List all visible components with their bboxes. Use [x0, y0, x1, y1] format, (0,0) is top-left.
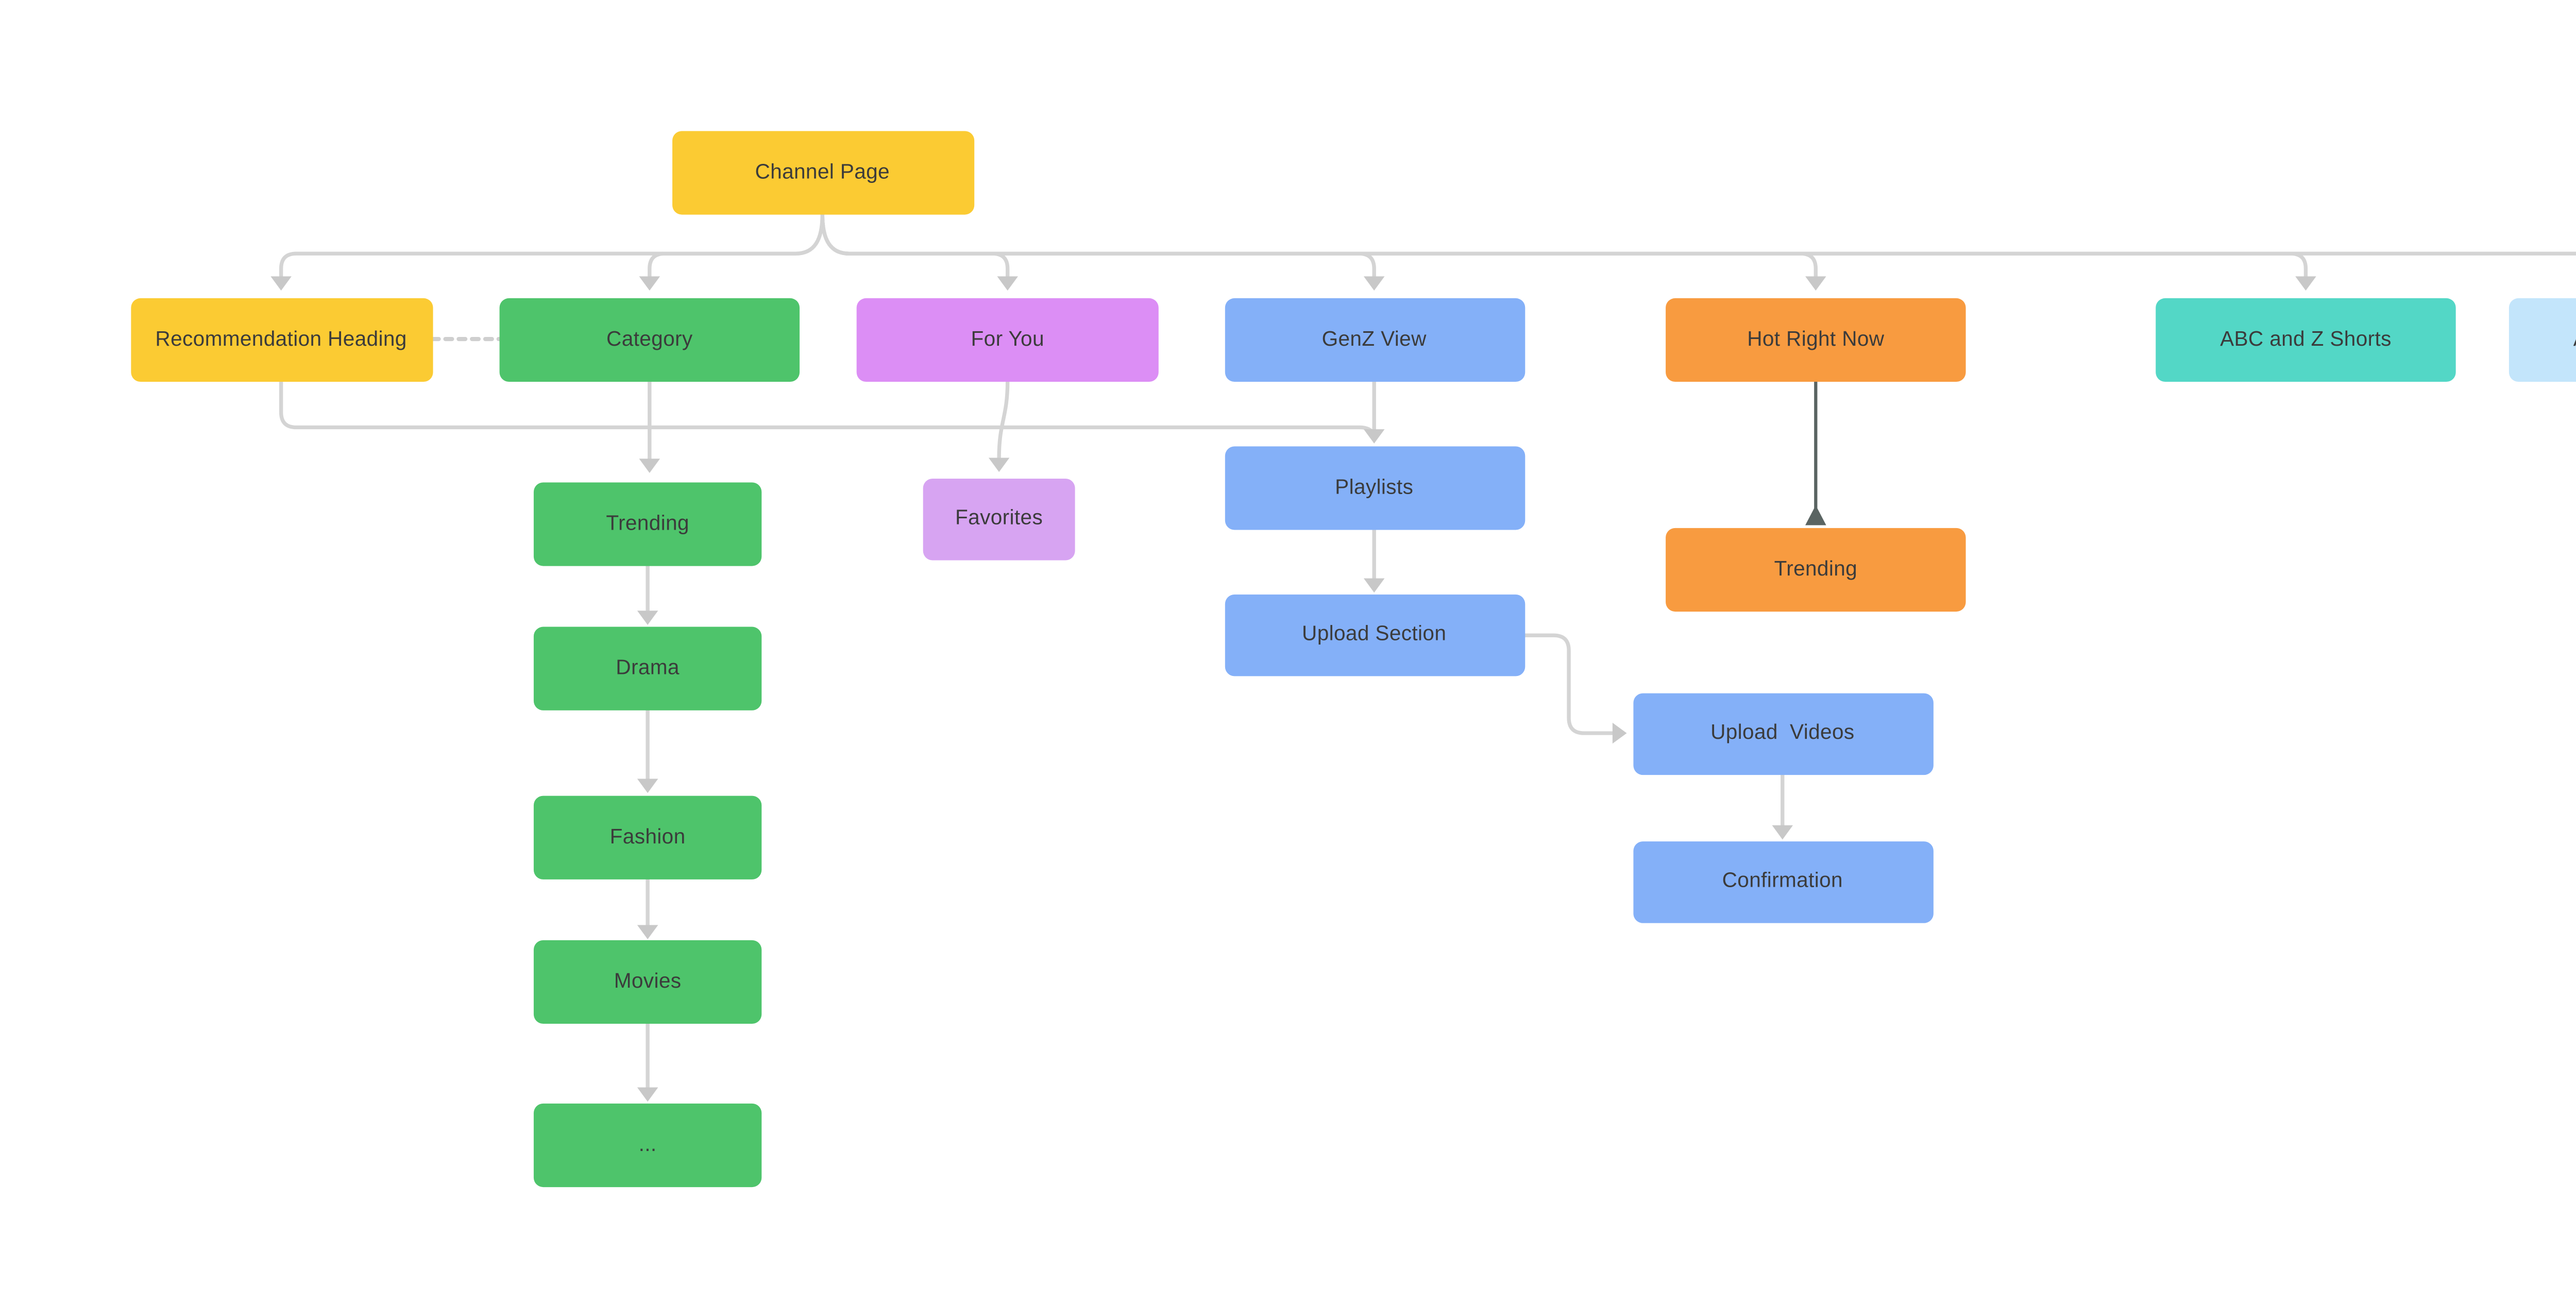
- node-upload-videos[interactable]: Upload Videos: [1632, 692, 1933, 774]
- node-fashion[interactable]: Fashion: [533, 794, 762, 879]
- node-playlists[interactable]: Playlists: [1224, 445, 1524, 529]
- arrowhead-for-you-to-favorites: [988, 458, 1010, 472]
- arrowhead-fashion-to-movies: [637, 925, 658, 939]
- node-channel-page[interactable]: Channel Page: [671, 131, 974, 215]
- arrowhead-upload-section-to-upload-videos: [1612, 722, 1627, 744]
- node-label-category: Category: [606, 328, 693, 351]
- node-trending-category[interactable]: Trending: [533, 482, 762, 566]
- edge-channel-to-for-you: [820, 212, 1010, 279]
- node-label-genz-view: GenZ View: [1321, 328, 1427, 351]
- node-label-favorites: Favorites: [955, 507, 1043, 531]
- node-drama[interactable]: Drama: [533, 627, 762, 710]
- node-label-more: ...: [638, 1133, 657, 1156]
- node-label-trending-category: Trending: [606, 513, 689, 536]
- arrowhead-drama-to-fashion: [637, 779, 658, 793]
- edge-recommendation-rail: [279, 379, 1376, 441]
- arrowhead-channel-to-for-you: [997, 276, 1018, 291]
- edge-channel-to-recommendation: [279, 212, 824, 279]
- node-hot-right-now[interactable]: Hot Right Now: [1666, 298, 1966, 381]
- arrowhead-channel-to-genz: [1363, 276, 1385, 291]
- node-label-playlists: Playlists: [1335, 476, 1414, 499]
- arrowhead-trending-to-drama: [637, 611, 658, 625]
- node-abc-and-z-shorts[interactable]: ABC and Z Shorts: [2156, 298, 2456, 381]
- arrowhead-channel-to-hot: [1805, 276, 1826, 291]
- edge-channel-to-hot: [820, 212, 1818, 279]
- node-genz-view[interactable]: GenZ View: [1224, 298, 1524, 381]
- node-label-drama: Drama: [616, 657, 680, 680]
- node-category[interactable]: Category: [499, 298, 800, 381]
- node-label-fashion: Fashion: [609, 825, 686, 849]
- arrowhead-hot-to-trending: [1805, 505, 1826, 526]
- node-label-trending-hot: Trending: [1774, 557, 1858, 581]
- arrowhead-movies-to-more: [637, 1087, 658, 1102]
- edge-channel-to-shorts: [820, 212, 2308, 279]
- node-more[interactable]: ...: [533, 1103, 762, 1187]
- node-label-movies: Movies: [614, 970, 682, 994]
- edge-channel-to-category: [648, 212, 824, 279]
- node-label-hot-right-now: Hot Right Now: [1747, 328, 1885, 351]
- node-label-recommendation-heading: Recommendation Heading: [155, 328, 407, 351]
- node-trending-hot[interactable]: Trending: [1666, 527, 1966, 611]
- arrowhead-upload-videos-to-confirmation: [1772, 825, 1793, 840]
- node-confirmation[interactable]: Confirmation: [1632, 840, 1933, 923]
- node-label-confirmation: Confirmation: [1722, 870, 1843, 893]
- node-movies[interactable]: Movies: [533, 940, 762, 1024]
- node-label-abc-and-z-sports: ABC and Z Sports: [2573, 328, 2576, 351]
- edge-channel-to-genz: [820, 212, 1376, 279]
- arrowhead-playlists-to-upload-section: [1363, 578, 1385, 593]
- node-label-abc-and-z-shorts: ABC and Z Shorts: [2220, 328, 2392, 351]
- node-recommendation-heading[interactable]: Recommendation Heading: [130, 298, 432, 381]
- node-abc-and-z-sports[interactable]: ABC and Z Sports: [2509, 298, 2576, 381]
- edge-upload-section-to-upload-videos: [1523, 633, 1615, 735]
- arrowhead-category-to-trending: [639, 459, 660, 473]
- arrowhead-channel-to-shorts: [2295, 276, 2316, 291]
- edge-channel-to-sports: [820, 212, 2576, 256]
- arrowhead-channel-to-category: [639, 276, 660, 291]
- node-label-upload-section: Upload Section: [1302, 623, 1447, 647]
- node-label-upload-videos: Upload Videos: [1710, 721, 1855, 745]
- node-label-for-you: For You: [971, 328, 1044, 351]
- edge-for-you-to-favorites: [997, 379, 1010, 460]
- arrowhead-channel-to-recommendation: [270, 276, 292, 291]
- node-favorites[interactable]: Favorites: [923, 478, 1075, 561]
- node-label-channel-page: Channel Page: [755, 161, 890, 184]
- node-upload-section[interactable]: Upload Section: [1224, 594, 1524, 676]
- arrowhead-genz-to-playlists: [1363, 429, 1385, 444]
- node-for-you[interactable]: For You: [856, 298, 1159, 381]
